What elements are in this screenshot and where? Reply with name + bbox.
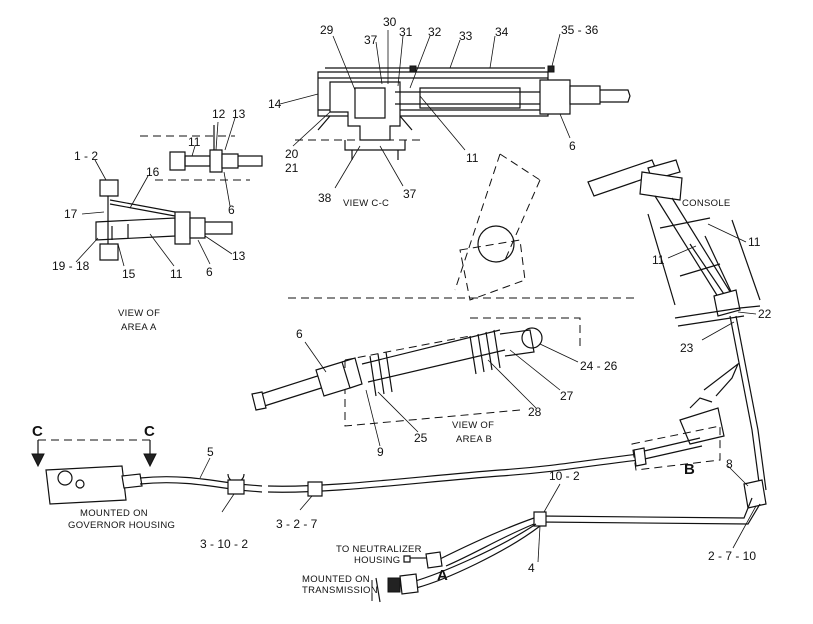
callout-16: 16 [146, 165, 160, 179]
callout-15: 15 [122, 267, 136, 281]
view-area-a-assembly [75, 117, 263, 267]
callout-4: 4 [528, 561, 535, 575]
callout-37-top: 37 [364, 33, 378, 47]
console-lever-assembly [587, 159, 767, 549]
mounted-governor-label-2: GOVERNOR HOUSING [68, 520, 175, 531]
cable-run [31, 425, 761, 604]
callout-27: 27 [560, 389, 574, 403]
callout-19-18: 19 - 18 [52, 259, 90, 273]
callout-29: 29 [320, 23, 334, 37]
view-area-b-label-1: VIEW OF [452, 420, 494, 431]
letter-c-left: C [32, 423, 43, 440]
neutralizer-label-2: HOUSING [354, 555, 400, 566]
console-label: CONSOLE [682, 198, 731, 209]
callout-12: 12 [212, 107, 226, 121]
view-area-b-label-2: AREA B [456, 434, 492, 445]
callout-30: 30 [383, 15, 397, 29]
callout-25: 25 [414, 431, 428, 445]
callout-13-a-bottom: 13 [232, 249, 246, 263]
callout-11-console-left: 11 [652, 253, 665, 267]
mounted-governor-label-1: MOUNTED ON [80, 508, 148, 519]
callout-6-a-bottom: 6 [206, 265, 213, 279]
callout-11-cc: 11 [466, 151, 479, 165]
callout-21: 21 [285, 161, 299, 175]
mounted-transmission-label-1: MOUNTED ON [302, 574, 370, 585]
letter-a: A [437, 567, 448, 584]
callout-6-a-top: 6 [228, 203, 235, 217]
callout-11-a-top: 11 [188, 135, 201, 149]
callout-11-console-right: 11 [748, 235, 761, 249]
view-cc-label: VIEW C-C [343, 198, 389, 209]
callout-38: 38 [318, 191, 332, 205]
callout-10-2: 10 - 2 [549, 469, 580, 483]
callout-28: 28 [528, 405, 542, 419]
callout-3-10-2: 3 - 10 - 2 [200, 537, 248, 551]
mounted-transmission-label-2: TRANSMISSION [302, 585, 378, 596]
callout-33: 33 [459, 29, 473, 43]
view-area-a-label-2: AREA A [121, 322, 157, 333]
callout-20: 20 [285, 147, 299, 161]
callout-37-bottom: 37 [403, 187, 417, 201]
callout-14: 14 [268, 97, 282, 111]
callout-3-2-7: 3 - 2 - 7 [276, 517, 318, 531]
view-area-a-label-1: VIEW OF [118, 308, 160, 319]
callout-31: 31 [399, 25, 413, 39]
callout-24-26: 24 - 26 [580, 359, 618, 373]
callout-9: 9 [377, 445, 384, 459]
callout-23: 23 [680, 341, 694, 355]
callout-5: 5 [207, 445, 214, 459]
callout-17: 17 [64, 207, 78, 221]
callout-13-a-top: 13 [232, 107, 246, 121]
callout-2-7-10: 2 - 7 - 10 [708, 549, 756, 563]
callout-11-a-bottom: 11 [170, 267, 183, 281]
neutralizer-label-1: TO NEUTRALIZER [336, 544, 422, 555]
letter-c-right: C [144, 423, 155, 440]
callout-32: 32 [428, 25, 442, 39]
view-cc-assembly [279, 30, 631, 189]
callout-22: 22 [758, 307, 772, 321]
callout-1-2: 1 - 2 [74, 149, 98, 163]
callout-8: 8 [726, 457, 733, 471]
callout-6-cc: 6 [569, 139, 576, 153]
callout-35-36: 35 - 36 [561, 23, 599, 37]
letter-b: B [684, 461, 695, 478]
view-area-b-assembly [251, 153, 636, 447]
callout-34: 34 [495, 25, 509, 39]
callout-6-b: 6 [296, 327, 303, 341]
